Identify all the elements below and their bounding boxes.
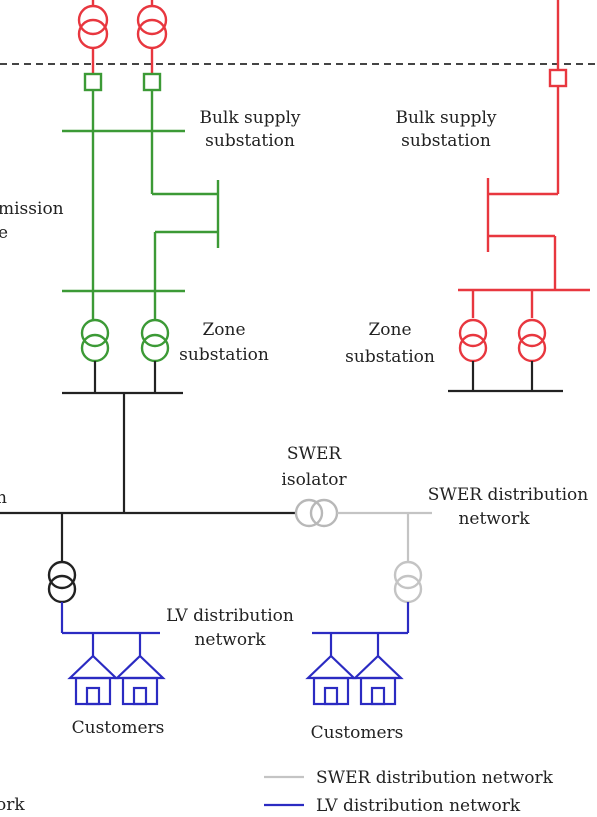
legend-swer-label: SWER distribution network xyxy=(316,768,554,788)
zone-transformer-right-1 xyxy=(458,318,488,363)
zone-transformer-right-2 xyxy=(517,318,547,363)
swer-isolator-label-line1: SWER xyxy=(287,444,343,464)
customers-label-left: Customers xyxy=(72,718,165,738)
zone-substation-label-right-line2: substation xyxy=(345,347,435,367)
swer-isolator-label-line2: isolator xyxy=(281,470,347,490)
swer-network-lines xyxy=(337,511,432,562)
zone-transformer-left-2 xyxy=(140,318,170,363)
transmission-network-right xyxy=(458,0,590,318)
bulk-supply-label-right-line2: substation xyxy=(401,131,491,151)
customers-label-right: Customers xyxy=(311,723,404,743)
bulk-supply-label-left-line2: substation xyxy=(205,131,295,151)
transmission-transformer-left-1 xyxy=(77,0,109,74)
zone-substation-label-left: Zone substation xyxy=(179,320,269,365)
zone-substation-label-left-line1: Zone xyxy=(202,320,245,340)
swer-isolator-label: SWER isolator xyxy=(281,444,347,490)
swer-isolator-symbol xyxy=(294,498,339,528)
legend-left-fragment-1: : xyxy=(0,764,2,784)
lv-network-left xyxy=(60,602,160,656)
subtransmission-network-left xyxy=(62,72,220,320)
swer-network-label-line1: SWER distribution xyxy=(428,485,589,505)
lv-network-label: LV distribution network xyxy=(166,606,294,650)
swer-distribution-transformer xyxy=(393,560,423,604)
customer-house-icon-1 xyxy=(67,654,119,706)
bulk-supply-label-right: Bulk supply substation xyxy=(395,108,496,151)
zone-substation-label-right-line1: Zone xyxy=(368,320,411,340)
legend: : ork SWER distribution network LV distr… xyxy=(0,764,554,816)
distribution-bus-right xyxy=(448,361,563,393)
distribution-transformer-left xyxy=(47,560,77,604)
customer-house-icon-4 xyxy=(352,654,404,706)
transmission-line-label-line1: mission xyxy=(0,199,64,219)
bulk-supply-label-left: Bulk supply substation xyxy=(199,108,300,151)
bus-label-fragment: n xyxy=(0,488,7,508)
transmission-line-label-line2: e xyxy=(0,223,8,243)
bulk-supply-label-left-line1: Bulk supply xyxy=(199,108,300,128)
lv-network-label-line1: LV distribution xyxy=(166,606,294,626)
zone-substation-label-right: Zone substation xyxy=(345,320,435,367)
zone-substation-label-left-line2: substation xyxy=(179,345,269,365)
customer-house-icon-2 xyxy=(114,654,166,706)
swer-network-label-line2: network xyxy=(458,509,530,529)
swer-network-label: SWER distribution network xyxy=(428,485,589,529)
legend-left-fragment-2: ork xyxy=(0,795,25,815)
bulk-supply-label-right-line1: Bulk supply xyxy=(395,108,496,128)
transmission-transformer-left-2 xyxy=(136,0,168,74)
distribution-network xyxy=(0,361,295,562)
zone-transformer-left-1 xyxy=(80,318,110,363)
customer-house-icon-3 xyxy=(305,654,357,706)
transmission-line-label: mission e xyxy=(0,199,64,243)
lv-network-label-line2: network xyxy=(194,630,266,650)
lv-network-right xyxy=(312,602,410,656)
legend-lv-label: LV distribution network xyxy=(316,796,521,816)
